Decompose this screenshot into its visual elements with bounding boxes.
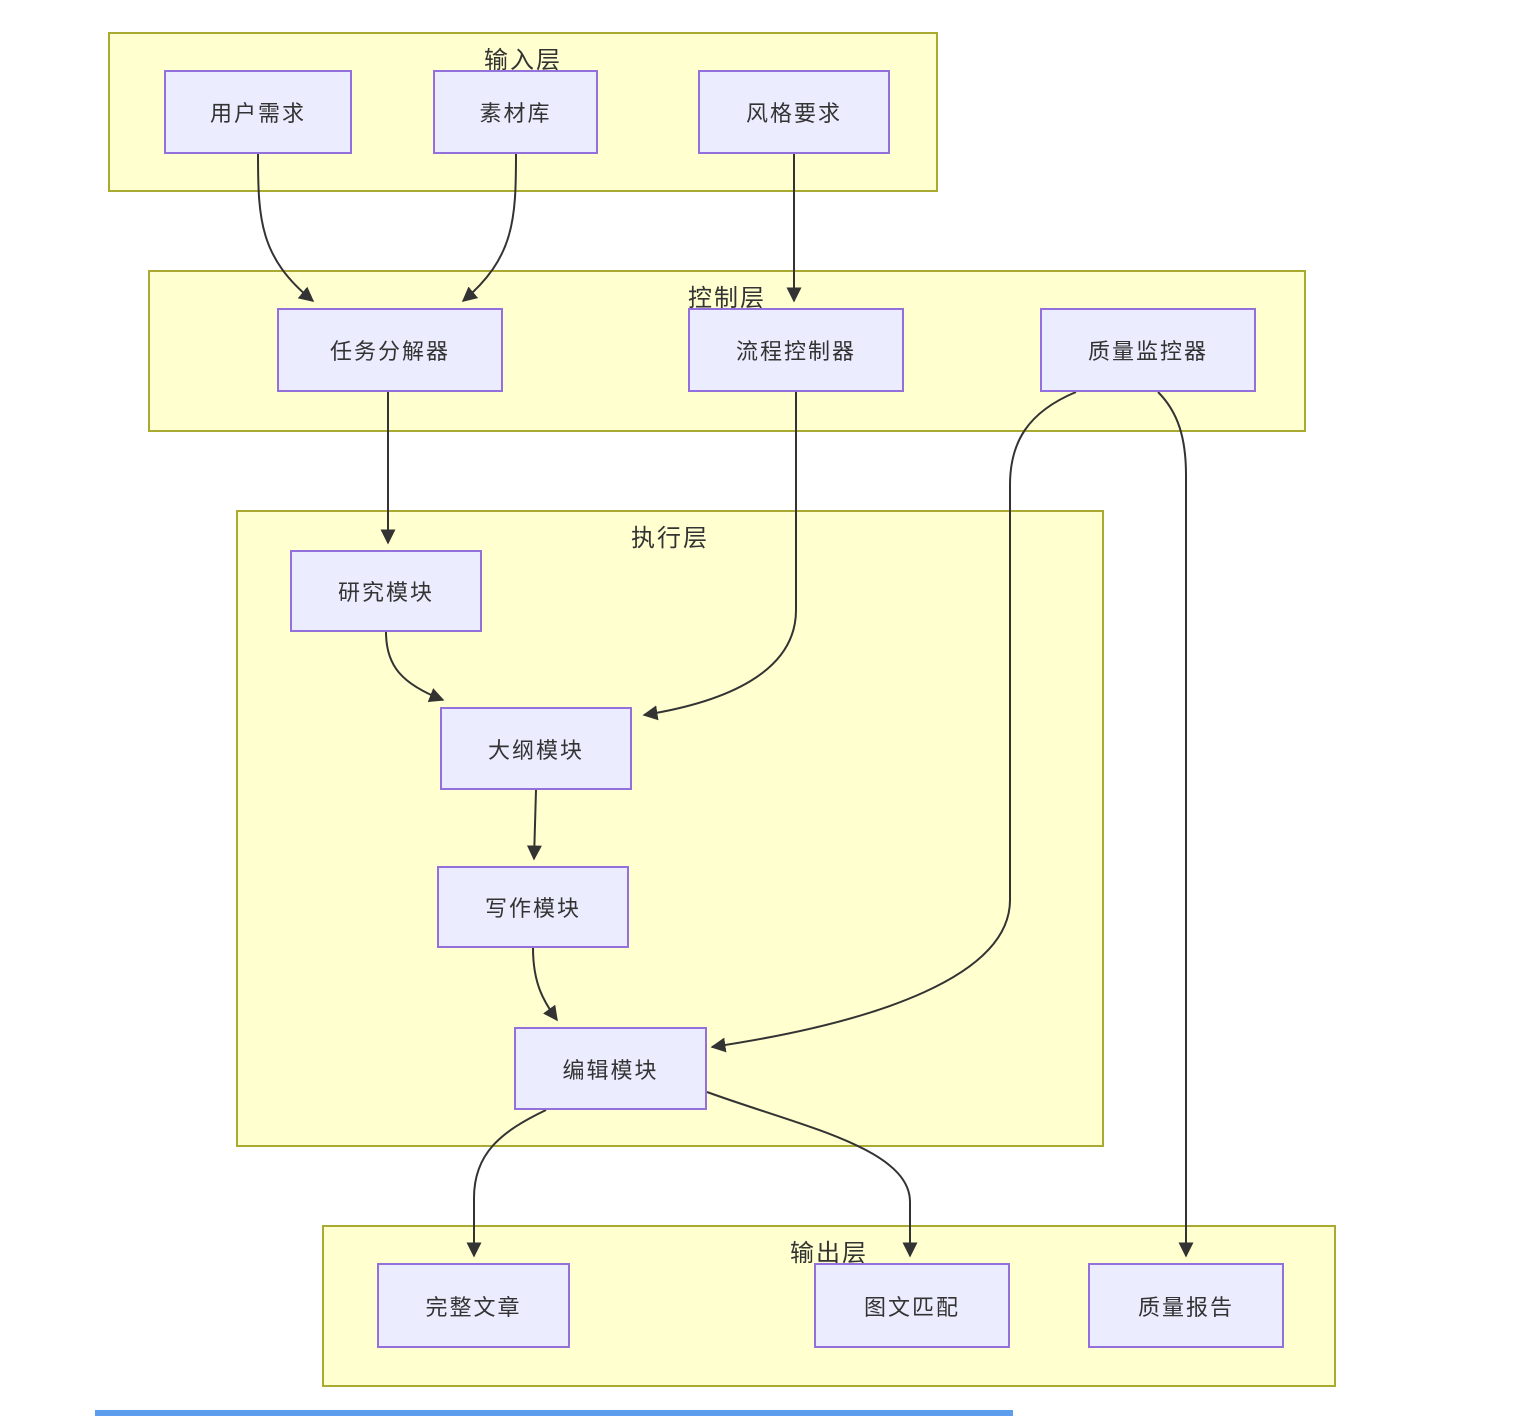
node-img-text: 图文匹配 xyxy=(814,1263,1010,1348)
node-style-req: 风格要求 xyxy=(698,70,890,154)
node-quality-monitor: 质量监控器 xyxy=(1040,308,1256,392)
node-research: 研究模块 xyxy=(290,550,482,632)
node-editing: 编辑模块 xyxy=(514,1027,707,1110)
bottom-blue-bar xyxy=(95,1410,1013,1416)
node-quality-report: 质量报告 xyxy=(1088,1263,1284,1348)
node-flow-controller: 流程控制器 xyxy=(688,308,904,392)
node-article: 完整文章 xyxy=(377,1263,570,1348)
layer-execution-title: 执行层 xyxy=(631,526,709,552)
layer-input-title: 输入层 xyxy=(484,48,562,74)
node-outline: 大纲模块 xyxy=(440,707,632,790)
layer-control-title: 控制层 xyxy=(688,286,766,312)
node-user-req: 用户需求 xyxy=(164,70,352,154)
node-material: 素材库 xyxy=(433,70,598,154)
edge-quality-monitor-to-quality-report xyxy=(1157,391,1194,1258)
node-writing: 写作模块 xyxy=(437,866,629,948)
node-task-decomposer: 任务分解器 xyxy=(277,308,503,392)
